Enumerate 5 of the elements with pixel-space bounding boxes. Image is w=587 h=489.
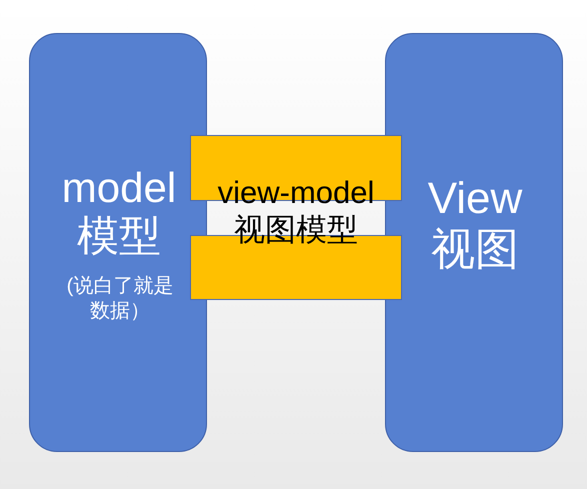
rounded-panel (29, 33, 207, 452)
panel-title: model 模型 (60, 164, 178, 261)
panel-title: View 视图 (426, 174, 524, 276)
rounded-panel (385, 33, 563, 452)
panel-note: (说白了就是数据） (66, 274, 174, 324)
